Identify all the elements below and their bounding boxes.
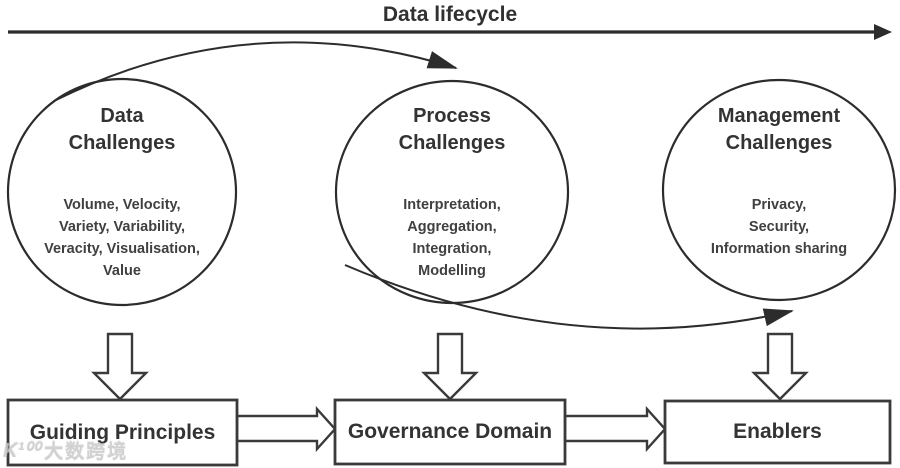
enablers-label: Enablers [733,420,822,443]
governance-domain-label: Governance Domain [347,420,553,443]
process-challenges-title: Process Challenges [398,105,506,154]
data-challenges-items: Volume, Velocity, Variety, Variability, … [44,197,200,279]
down-arrow-enablers [751,332,809,401]
governance-domain-box [333,398,567,466]
guiding-principles-box [6,398,239,467]
enablers-box [663,399,892,465]
process-challenges-items: Interpretation, Aggregation, Integration… [403,197,501,279]
down-arrow-governance [421,332,479,401]
data-challenges-circle [6,77,238,307]
down-arrow-guiding [91,332,149,401]
management-challenges-circle [661,78,897,302]
management-challenges-title: Management Challenges [717,105,841,154]
management-challenges-items: Privacy, Security, Information sharing [710,197,848,257]
page-title: Data lifecycle [382,3,518,26]
flow-arrow-governance-to-enablers [563,405,667,453]
data-challenges-title: Data Challenges [68,105,176,154]
arc-process-to-management [344,264,794,330]
guiding-principles-label: Guiding Principles [29,420,216,444]
arc-data-to-process [55,41,458,101]
flow-arrow-guiding-to-governance [235,405,337,453]
